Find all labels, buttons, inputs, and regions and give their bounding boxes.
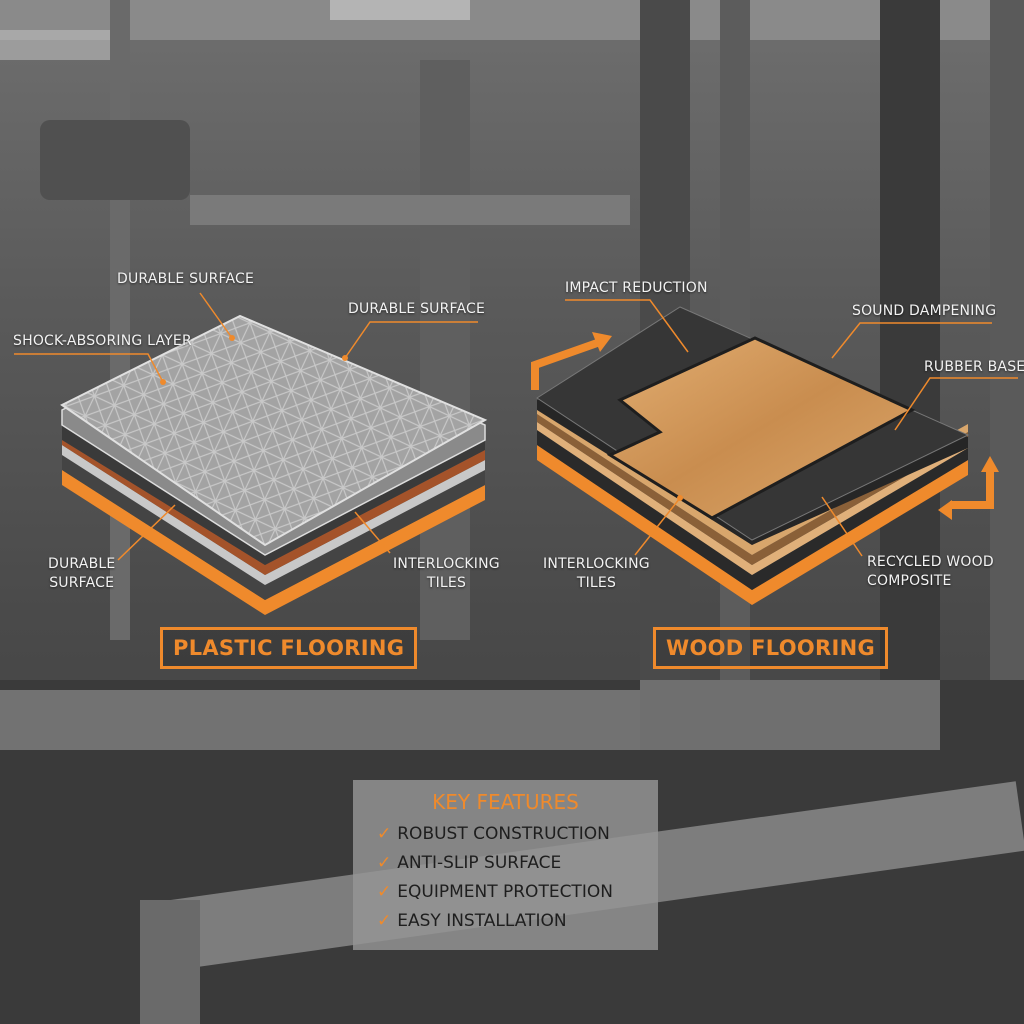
plastic-flooring-illustration: [60, 314, 488, 615]
feature-label: ROBUST CONSTRUCTION: [397, 824, 610, 844]
label-durable-surface-bottom: DURABLE SURFACE: [48, 555, 115, 593]
label-line: RECYCLED WOOD: [867, 554, 994, 570]
label-sound-dampening: SOUND DAMPENING: [852, 303, 997, 319]
wood-flooring-illustration: [531, 306, 999, 605]
label-rubber-base: RUBBER BASE: [924, 359, 1024, 375]
key-features-panel: KEY FEATURES ✓ROBUST CONSTRUCTION ✓ANTI-…: [353, 780, 658, 950]
wood-panel: [606, 336, 916, 520]
key-features-title: KEY FEATURES: [432, 790, 579, 814]
label-durable-surface-top: DURABLE SURFACE: [117, 271, 255, 287]
wood-flooring-title: WOOD FLOORING: [653, 627, 888, 669]
check-icon: ✓: [377, 853, 392, 873]
label-line: TILES: [426, 575, 467, 591]
label-line: INTERLOCKING: [543, 556, 650, 572]
label-durable-surface-right: DURABLE SURFACE: [348, 301, 486, 317]
plastic-flooring-title: PLASTIC FLOORING: [160, 627, 418, 669]
label-line: SURFACE: [49, 575, 115, 591]
interlocking-tile-surface: [60, 314, 488, 547]
label-shock-absorbing-layer: SHOCK-ABSORING LAYER: [13, 333, 192, 349]
label-interlocking-tiles-wood: INTERLOCKING TILES: [543, 555, 650, 593]
label-interlocking-tiles-plastic: INTERLOCKING TILES: [393, 555, 500, 593]
check-icon: ✓: [377, 911, 392, 931]
orange-base-layer: [62, 470, 485, 615]
feature-label: EASY INSTALLATION: [397, 911, 567, 931]
label-line: TILES: [576, 575, 617, 591]
label-impact-reduction: IMPACT REDUCTION: [565, 280, 708, 296]
feature-item: ✓ANTI-SLIP SURFACE: [377, 849, 658, 878]
label-line: DURABLE: [48, 556, 116, 572]
feature-label: EQUIPMENT PROTECTION: [397, 882, 613, 902]
check-icon: ✓: [377, 882, 392, 902]
feature-item: ✓EASY INSTALLATION: [377, 907, 658, 936]
check-icon: ✓: [377, 824, 392, 844]
label-line: COMPOSITE: [867, 573, 952, 589]
label-recycled-wood-composite: RECYCLED WOOD COMPOSITE: [867, 553, 994, 591]
arrow-icon: [531, 338, 602, 390]
feature-item: ✓EQUIPMENT PROTECTION: [377, 878, 658, 907]
leader-lines: [14, 292, 1018, 561]
arrow-icon: [950, 470, 994, 509]
features-list: ✓ROBUST CONSTRUCTION ✓ANTI-SLIP SURFACE …: [353, 820, 658, 936]
feature-item: ✓ROBUST CONSTRUCTION: [377, 820, 658, 849]
label-line: INTERLOCKING: [393, 556, 500, 572]
feature-label: ANTI-SLIP SURFACE: [397, 853, 562, 873]
